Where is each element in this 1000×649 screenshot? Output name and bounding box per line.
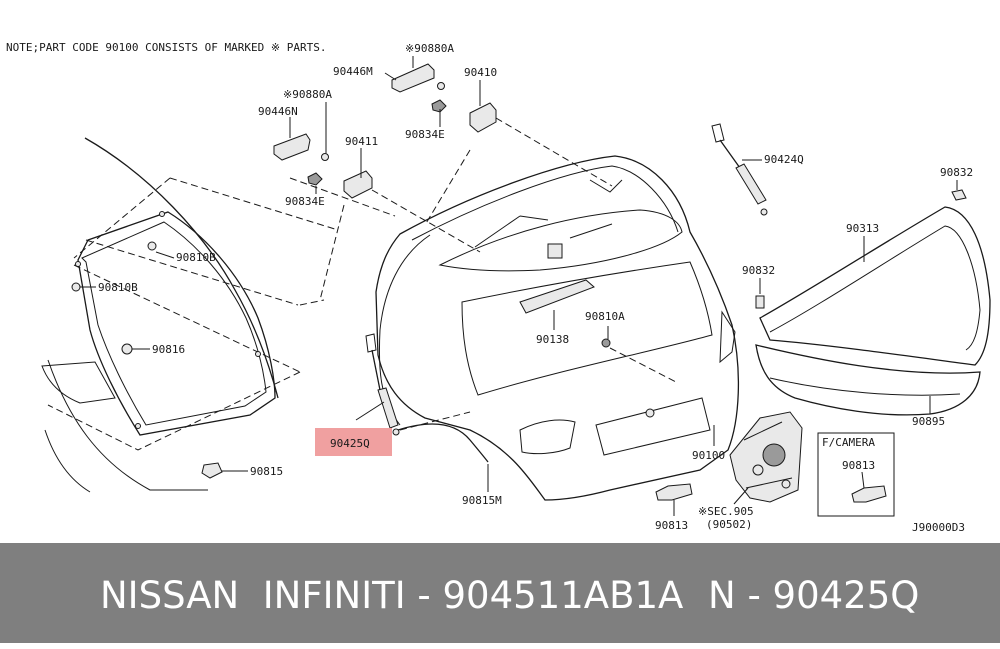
label-90810B-b: 90810B bbox=[98, 281, 138, 294]
footer-part-code: N - 90425Q bbox=[708, 574, 920, 617]
label-90313: 90313 bbox=[846, 222, 879, 235]
highlight-90425Q bbox=[315, 428, 392, 456]
rear-glass-assembly bbox=[41, 137, 339, 493]
label-90425Q: 90425Q bbox=[330, 437, 370, 450]
label-90446M: 90446M bbox=[333, 65, 373, 78]
label-sec-905: ※SEC.905 bbox=[698, 505, 754, 518]
label-90834E-left: 90834E bbox=[285, 195, 325, 208]
label-90815M: 90815M bbox=[462, 494, 502, 507]
spoiler-assembly bbox=[755, 189, 991, 416]
gas-strut-90424Q bbox=[711, 123, 768, 216]
label-90895: 90895 bbox=[912, 415, 945, 428]
footer-bar: NISSAN INFINITI - 904511AB1A N - 90425Q bbox=[0, 543, 1000, 643]
label-90100: 90100 bbox=[692, 449, 725, 462]
label-90880A-left: ※90880A bbox=[283, 88, 332, 101]
label-90815: 90815 bbox=[250, 465, 283, 478]
back-door-panel bbox=[375, 155, 740, 501]
label-90810B-a: 90810B bbox=[176, 251, 216, 264]
label-90411: 90411 bbox=[345, 135, 378, 148]
label-90810A: 90810A bbox=[585, 310, 625, 323]
label-90424Q: 90424Q bbox=[764, 153, 804, 166]
camera-box-title: F/CAMERA bbox=[822, 436, 875, 449]
hinge-parts bbox=[273, 63, 497, 199]
label-90880A-top: ※90880A bbox=[405, 42, 454, 55]
footer-brand-part-number: NISSAN INFINITI - 904511AB1A bbox=[100, 574, 684, 617]
label-90816: 90816 bbox=[152, 343, 185, 356]
label-90832-mid: 90832 bbox=[742, 264, 775, 277]
label-90138: 90138 bbox=[536, 333, 569, 346]
reference-code: J90000D3 bbox=[912, 521, 965, 534]
label-90813-camera: 90813 bbox=[842, 459, 875, 472]
label-90813: 90813 bbox=[655, 519, 688, 532]
label-sec-90502: (90502) bbox=[706, 518, 752, 531]
diagram-note: NOTE;PART CODE 90100 CONSISTS OF MARKED … bbox=[6, 41, 326, 54]
label-90446N: 90446N bbox=[258, 105, 298, 118]
camera-option-box bbox=[817, 432, 895, 517]
gas-strut-90425Q bbox=[365, 333, 400, 436]
label-90410: 90410 bbox=[464, 66, 497, 79]
latch-mechanism bbox=[729, 411, 803, 503]
label-90834E-top: 90834E bbox=[405, 128, 445, 141]
parts-diagram: NOTE;PART CODE 90100 CONSISTS OF MARKED … bbox=[6, 41, 991, 534]
label-90832-right: 90832 bbox=[940, 166, 973, 179]
